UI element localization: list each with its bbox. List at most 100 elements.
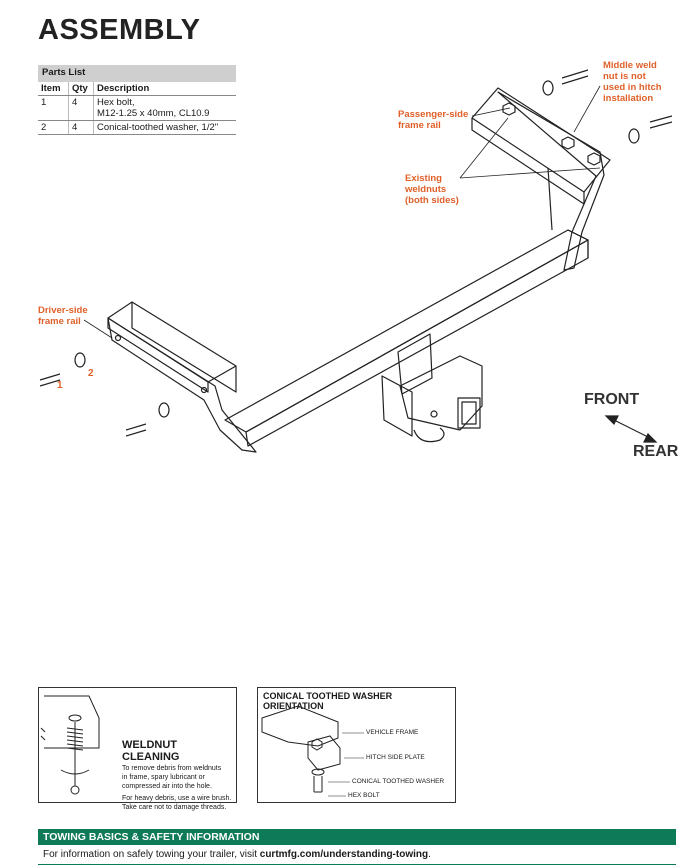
cross-tube-end xyxy=(567,229,589,258)
front-arrow-head-icon xyxy=(604,415,619,426)
weldnut-cleaning-line: To remove debris from weldnuts xyxy=(122,765,222,772)
weldnut-hole-icon xyxy=(68,714,82,722)
leader-line xyxy=(471,107,511,117)
driver-rail-callout: Driver-side frame rail xyxy=(38,305,88,327)
washer-icon xyxy=(158,402,170,418)
row-description: Conical-toothed washer, 1/2" xyxy=(93,120,236,135)
rotation-arrow-icon xyxy=(60,769,90,775)
label-hitch-side-plate: HITCH SIDE PLATE xyxy=(366,754,425,761)
page-title: ASSEMBLY xyxy=(38,14,201,46)
weldnut-cleaning-line: in frame, spary lubricant or xyxy=(122,774,205,781)
vehicle-frame-shape xyxy=(261,705,339,747)
header-description: Description xyxy=(93,82,236,96)
callout-line: (both sides) xyxy=(405,195,459,206)
footer-banner: TOWING BASICS & SAFETY INFORMATION xyxy=(38,829,676,845)
weldnut-cleaning-line: compressed air into the hole. xyxy=(122,783,212,790)
washer-orientation-box: CONICAL TOOTHED WASHER ORIENTATION VEHIC… xyxy=(257,687,456,803)
brush-end xyxy=(70,785,80,795)
front-label: FRONT xyxy=(584,391,640,408)
weldnut-cleaning-title: WELDNUT CLEANING xyxy=(122,739,180,763)
washer-icon xyxy=(628,128,640,144)
passenger-rail-callout: Passenger-side frame rail xyxy=(398,109,468,131)
receiver-side-plate xyxy=(381,375,413,437)
wire-brush-icon xyxy=(66,727,84,751)
row-description: Hex bolt, M12-1.25 x 40mm, CL10.9 xyxy=(93,95,236,121)
weldnut-cleaning-text: WELDNUT CLEANING To remove debris from w… xyxy=(122,739,236,812)
callout-line: frame rail xyxy=(38,316,81,327)
bolt-hole xyxy=(200,386,208,394)
callout-line: weldnuts xyxy=(405,184,447,195)
label-conical-washer: CONICAL TOOTHED WASHER xyxy=(352,778,445,785)
item-number-1: 1 xyxy=(57,380,63,391)
receiver-opening xyxy=(457,397,481,429)
callout-line: Middle weld xyxy=(603,60,657,71)
support-line xyxy=(547,167,553,231)
washer-icon xyxy=(74,352,86,368)
hex-bolt-icon xyxy=(313,776,323,793)
footer-link[interactable]: curtmfg.com/understanding-towing xyxy=(259,849,429,860)
table-row: 1 4 Hex bolt, M12-1.25 x 40mm, CL10.9 xyxy=(38,95,236,121)
conical-washer-icon xyxy=(311,768,325,776)
parts-table: Item Qty Description 1 4 Hex bolt, M12-1… xyxy=(38,82,236,135)
weldnut-cleaning-line: For heavy debris, use a wire brush. xyxy=(122,795,232,802)
bolt-icon xyxy=(649,115,673,129)
rear-label: REAR xyxy=(633,443,679,460)
footer-info: For information on safely towing your tr… xyxy=(43,849,431,860)
leader-line xyxy=(459,167,601,179)
label-vehicle-frame: VEHICLE FRAME xyxy=(366,729,419,736)
weldnut-cleaning-illustration xyxy=(40,695,100,795)
frame-detail xyxy=(40,727,46,741)
rear-arrow-head-icon xyxy=(643,432,658,443)
label-hex-bolt: HEX BOLT xyxy=(348,792,380,799)
callout-line: used in hitch xyxy=(603,82,662,93)
weldnut-icon xyxy=(502,102,516,116)
parts-table-header: Item Qty Description xyxy=(38,82,236,96)
hitch-diagram xyxy=(39,69,673,453)
row-item: 1 xyxy=(38,95,69,121)
parts-list-title: Parts List xyxy=(38,65,236,82)
washer-orientation-title: CONICAL TOOTHED WASHER ORIENTATION xyxy=(263,691,393,711)
row-qty: 4 xyxy=(68,95,94,121)
leader-line xyxy=(459,117,509,179)
footer-text-suffix: . xyxy=(428,849,431,860)
passenger-frame-rail xyxy=(471,87,611,193)
table-row: 2 4 Conical-toothed washer, 1/2" xyxy=(38,120,236,135)
item-number-2: 2 xyxy=(88,368,94,379)
washer-icon xyxy=(542,80,554,96)
row-desc-line: Hex bolt, xyxy=(97,97,135,108)
direction-arrow-line xyxy=(613,419,651,439)
weldnut-icon xyxy=(561,136,575,150)
passenger-frame-rail-side xyxy=(471,118,585,205)
header-qty: Qty xyxy=(68,82,94,96)
receiver-opening-inner xyxy=(461,401,477,425)
callout-line: frame rail xyxy=(398,120,441,131)
footer-rule xyxy=(38,864,676,865)
cross-tube-top xyxy=(224,229,589,433)
driver-bracket xyxy=(107,317,257,453)
leader-line xyxy=(83,319,113,339)
receiver-plate xyxy=(397,333,433,395)
weldnut-icon xyxy=(587,152,601,166)
receiver-tube xyxy=(399,355,483,431)
cross-tube-front xyxy=(245,239,589,447)
row-item: 2 xyxy=(38,120,69,135)
parts-list: Parts List Item Qty Description 1 4 Hex … xyxy=(38,65,236,135)
weldnut-cleaning-box: WELDNUT CLEANING To remove debris from w… xyxy=(38,687,237,811)
callout-line: Passenger-side xyxy=(398,109,469,120)
callout-line: nut is not xyxy=(603,71,646,82)
callout-line: Existing xyxy=(405,173,442,184)
driver-frame-rail xyxy=(131,301,237,393)
bolt-icon xyxy=(39,373,61,387)
weldnut-cleaning-line: Take care not to damage threads. xyxy=(122,804,227,811)
hitch-side-plate-shape xyxy=(307,735,341,771)
washer-leader-lines xyxy=(328,732,364,797)
frame-corner xyxy=(44,695,100,749)
row-qty: 4 xyxy=(68,120,94,135)
washer-orientation-illustration xyxy=(261,705,341,793)
bolt-hole xyxy=(430,410,438,418)
safety-chain-loop xyxy=(413,427,445,443)
leader-line xyxy=(573,85,601,133)
header-item: Item xyxy=(38,82,69,96)
existing-weldnuts-callout: Existing weldnuts (both sides) xyxy=(405,173,459,206)
callout-line: Driver-side xyxy=(38,305,88,316)
